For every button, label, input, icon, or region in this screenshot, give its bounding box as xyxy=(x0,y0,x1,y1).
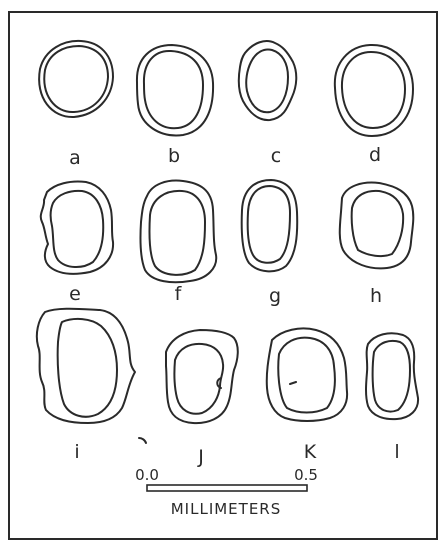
label-c: c xyxy=(271,145,281,167)
grain-a xyxy=(39,41,113,117)
grain-g xyxy=(242,180,298,271)
grain-i xyxy=(37,309,135,423)
grain-d xyxy=(335,45,413,136)
scale-max-label: 0.5 xyxy=(294,466,318,484)
label-g: g xyxy=(269,285,281,307)
label-i: i xyxy=(74,441,79,463)
figure-frame xyxy=(9,12,437,539)
label-b: b xyxy=(168,145,180,167)
scale-bar-rect xyxy=(147,485,307,491)
label-d: d xyxy=(369,144,381,166)
grain-e xyxy=(41,181,113,273)
grain-k xyxy=(267,328,347,421)
label-l: l xyxy=(394,441,399,463)
stray-mark xyxy=(139,438,146,443)
label-a: a xyxy=(69,147,81,169)
grain-j xyxy=(166,330,238,423)
scale-bar: 0.0 0.5 MILLIMETERS xyxy=(135,466,318,518)
grain-f xyxy=(140,181,216,283)
grain-h xyxy=(340,183,414,269)
grain-l xyxy=(366,333,418,419)
label-h: h xyxy=(370,285,382,307)
scale-min-label: 0.0 xyxy=(135,466,159,484)
scale-unit-label: MILLIMETERS xyxy=(171,500,282,518)
grain-c xyxy=(239,41,297,120)
label-j: J xyxy=(197,446,204,468)
grain-b xyxy=(137,45,213,135)
label-e: e xyxy=(69,283,81,305)
label-f: f xyxy=(175,283,183,305)
label-k: K xyxy=(304,441,317,463)
